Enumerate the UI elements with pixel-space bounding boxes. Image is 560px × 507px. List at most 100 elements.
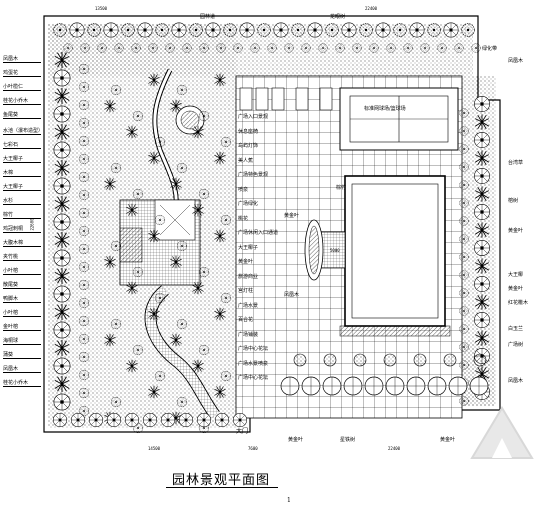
tree-symbol	[52, 412, 68, 428]
tree-symbol	[53, 141, 71, 159]
shrub-symbol	[110, 318, 122, 330]
bottom-label-2: 黄金叶	[440, 437, 456, 443]
shrub-symbol	[176, 240, 188, 252]
leader-line	[3, 104, 41, 105]
left-plant-label: 夹竹桃	[3, 254, 19, 260]
shrub-symbol	[220, 214, 232, 226]
drawing-title: 园林景观平面图	[172, 473, 271, 488]
shrub-symbol	[198, 110, 210, 122]
center-label-0: 黄金叶	[284, 213, 300, 219]
leader-line	[3, 134, 41, 135]
right-plant-label: 榕树	[508, 198, 519, 204]
center-label-2: 凤凰木	[284, 292, 300, 298]
title-underline	[166, 487, 278, 488]
leader-line	[3, 372, 41, 373]
shrub-symbol	[114, 43, 124, 53]
shrub-symbol	[78, 81, 90, 93]
shrub-symbol	[459, 306, 469, 316]
tree-symbol	[178, 412, 194, 428]
left-plant-label: 蒲葵	[3, 352, 14, 358]
left-plant-label: 鸡冠刺桐	[3, 226, 24, 232]
shrub-circle	[353, 353, 367, 367]
shrub-symbol	[176, 396, 188, 408]
shrub-symbol	[369, 43, 379, 53]
left-plant-label: 大王椰子	[3, 184, 24, 190]
shrub-symbol	[318, 43, 328, 53]
leader-line	[3, 344, 41, 345]
shrub-symbol	[78, 243, 90, 255]
left-plant-label: 水杉	[3, 198, 14, 204]
plaza-label: 广场绿化	[238, 201, 259, 207]
top-label-0: 园林道	[200, 14, 216, 20]
shrub-symbol	[216, 43, 226, 53]
tree-symbol	[53, 177, 71, 195]
shrub-symbol	[78, 153, 90, 165]
shrub-symbol	[176, 318, 188, 330]
dim-bottom-mid: 7600	[248, 446, 258, 451]
shrub-symbol	[459, 108, 469, 118]
right-plant-label: 黄金叶	[508, 228, 524, 234]
tree-symbol	[375, 22, 391, 38]
tree-symbol	[142, 412, 158, 428]
shrub-symbol	[78, 189, 90, 201]
left-plant-label: 鸡蛋花	[3, 70, 19, 76]
right-plant-label: 凤凰木	[508, 378, 524, 384]
leader-line	[3, 218, 41, 219]
watermark-icon	[470, 406, 534, 459]
leader-line	[3, 316, 41, 317]
shrub-symbol	[154, 370, 166, 382]
shrub-symbol	[132, 188, 144, 200]
plaza-label: 旅游商业	[238, 273, 259, 280]
tree-symbol	[473, 275, 491, 293]
tree-symbol	[53, 321, 71, 339]
shrub-symbol	[386, 43, 396, 53]
shrub-symbol	[80, 43, 90, 53]
shrub-symbol	[198, 188, 210, 200]
tree-symbol	[53, 285, 71, 303]
shrub-symbol	[459, 288, 469, 298]
building	[344, 175, 446, 327]
top-label-1: 龙眼树	[330, 14, 346, 20]
tree-symbol	[160, 412, 176, 428]
shrub-symbol	[78, 207, 90, 219]
shrub-symbol	[459, 360, 469, 370]
left-plant-label: 七彩石	[3, 142, 19, 148]
shrub-circle	[383, 353, 397, 367]
left-plant-label: 水池（瀑布造型）	[3, 128, 44, 134]
tree-symbol	[53, 69, 71, 87]
plaza-label: 广场休闲入口通道	[238, 230, 279, 236]
shrub-symbol	[301, 43, 311, 53]
shrub-symbol	[154, 214, 166, 226]
shrub-symbol	[220, 136, 232, 148]
shrub-symbol	[78, 63, 90, 75]
shrub-symbol	[78, 387, 90, 399]
shrub-symbol	[121, 23, 135, 37]
dim-pool: 5000	[330, 248, 340, 253]
tree-symbol	[53, 249, 71, 267]
shrub-symbol	[471, 43, 481, 53]
dim-top-left: 13500	[95, 6, 108, 11]
tree-symbol	[341, 22, 357, 38]
shrub-symbol	[352, 43, 362, 53]
shrub-symbol	[78, 333, 90, 345]
shrub-symbol	[459, 270, 469, 280]
left-plant-label: 大腹木棉	[3, 240, 24, 246]
leader-line	[3, 190, 41, 191]
bottom-label-1: 星铁树	[340, 437, 356, 443]
leader-line	[3, 90, 41, 91]
shrub-symbol	[291, 23, 305, 37]
left-plant-label: 鸭脚木	[3, 296, 19, 302]
shrub-symbol	[132, 344, 144, 356]
shrub-symbol	[459, 342, 469, 352]
left-plant-label: 桂花小乔木	[3, 380, 29, 386]
leader-line	[3, 118, 41, 119]
shrub-symbol	[110, 240, 122, 252]
shrub-symbol	[132, 110, 144, 122]
shrub-symbol	[110, 396, 122, 408]
right-plant-label: 台湾草	[508, 160, 524, 166]
shrub-symbol	[427, 23, 441, 37]
shrub-symbol	[78, 117, 90, 129]
tree-symbol	[473, 311, 491, 329]
shrub-symbol	[459, 126, 469, 136]
